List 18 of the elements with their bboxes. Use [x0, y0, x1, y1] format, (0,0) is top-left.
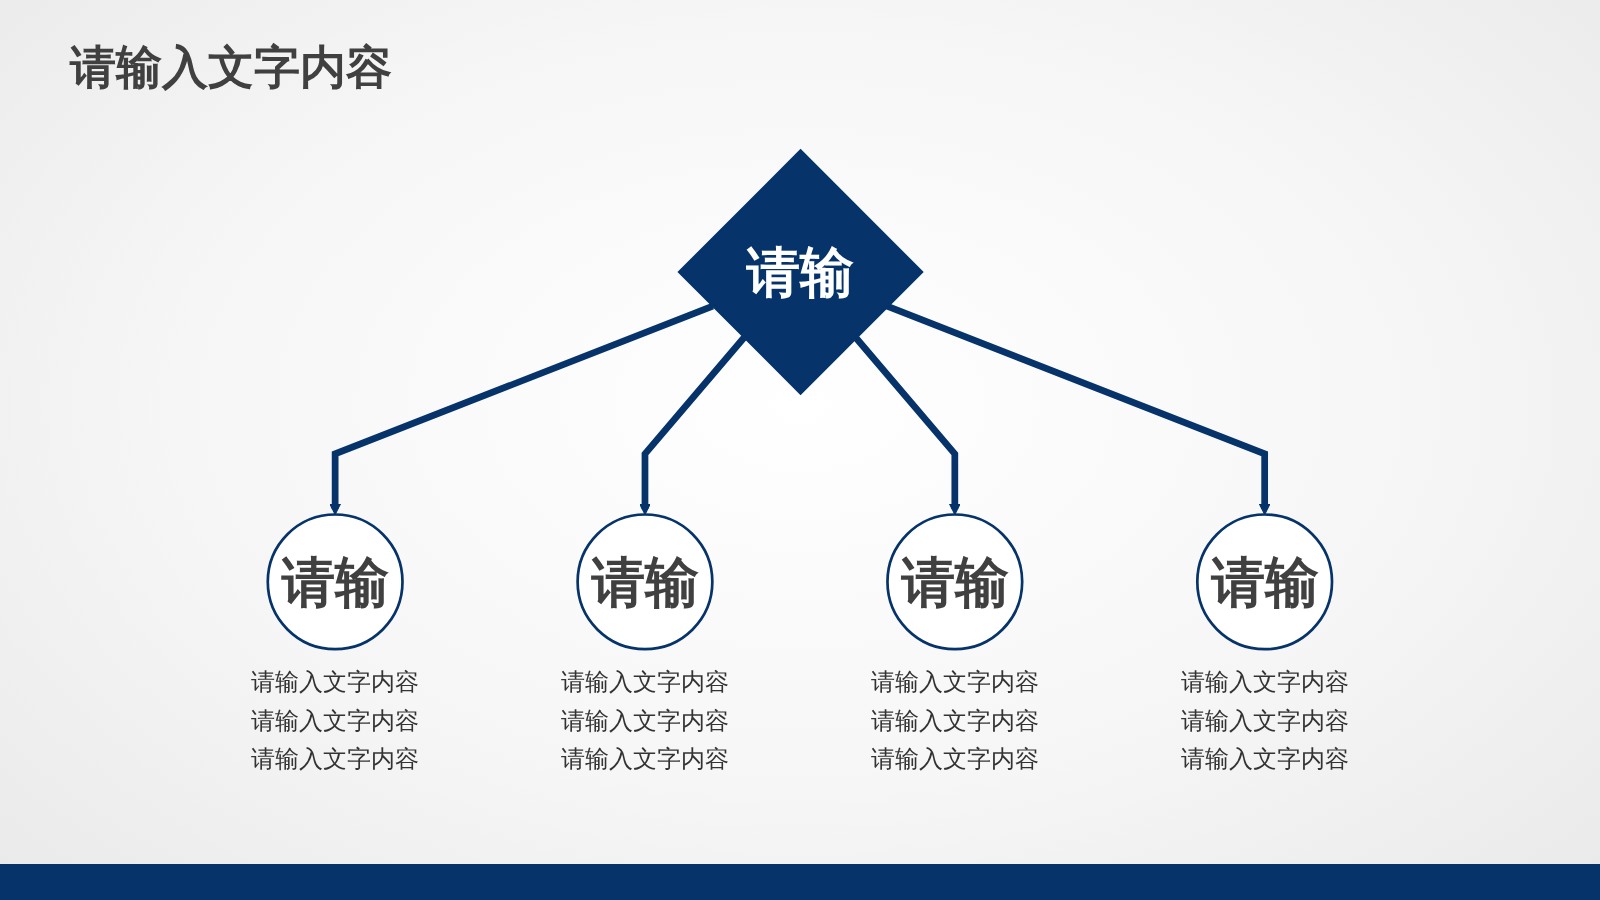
description-text: 请输入文字内容: [1180, 744, 1349, 775]
node-circle: 请输: [886, 513, 1024, 651]
description-text: 请输入文字内容: [251, 667, 420, 699]
description-text: 请输入文字内容: [870, 744, 1039, 775]
description-text: 请输入文字内容: [251, 744, 420, 775]
node-circle: 请输: [1196, 513, 1334, 651]
description-text: 请输入文字内容: [561, 705, 730, 737]
slide-title: 请输入文字内容: [70, 40, 392, 96]
description-text: 请输入文字内容: [561, 667, 730, 699]
description-text: 请输入文字内容: [870, 705, 1039, 737]
description-text: 请输入文字内容: [1180, 667, 1349, 699]
description-text: 请输入文字内容: [251, 705, 420, 737]
node-diamond: 请输: [677, 148, 924, 396]
description-text: 请输入文字内容: [870, 667, 1039, 699]
node-circle: 请输: [576, 513, 714, 651]
node-circle: 请输: [266, 513, 404, 651]
description-text: 请输入文字内容: [561, 744, 730, 775]
description-text: 请输入文字内容: [1180, 705, 1349, 737]
